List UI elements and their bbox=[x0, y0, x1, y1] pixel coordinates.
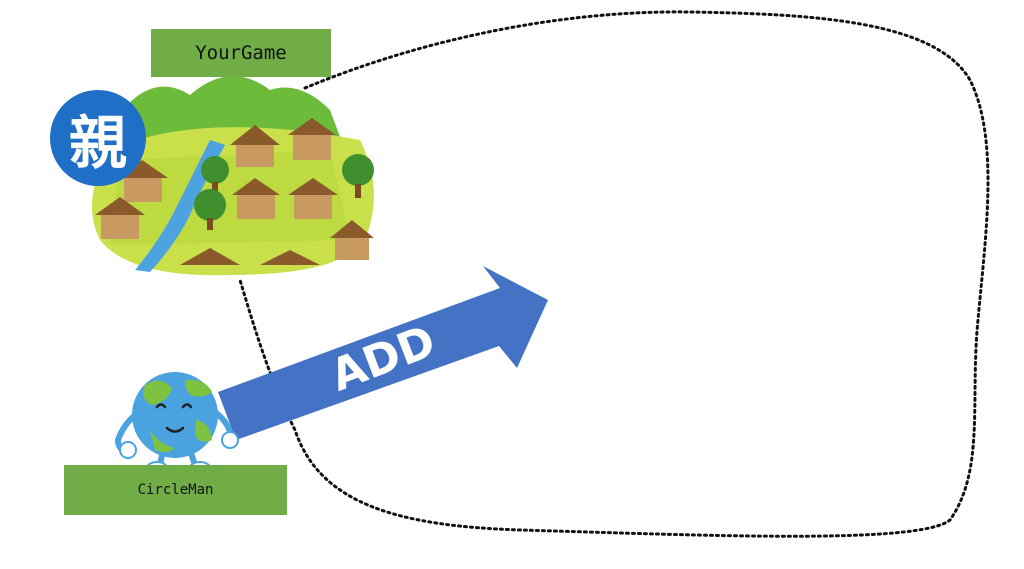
dotted-boundary bbox=[238, 10, 990, 538]
child-label-text: CircleMan bbox=[137, 482, 214, 498]
parent-badge: 親 bbox=[50, 90, 146, 186]
child-label: CircleMan bbox=[64, 465, 287, 515]
village-icon bbox=[92, 76, 374, 276]
earth-character-icon bbox=[114, 372, 239, 475]
parent-label-text: YourGame bbox=[195, 42, 287, 64]
add-arrow: ADD bbox=[218, 266, 548, 440]
add-arrow-label: ADD bbox=[324, 316, 442, 402]
parent-label: YourGame bbox=[151, 29, 331, 77]
